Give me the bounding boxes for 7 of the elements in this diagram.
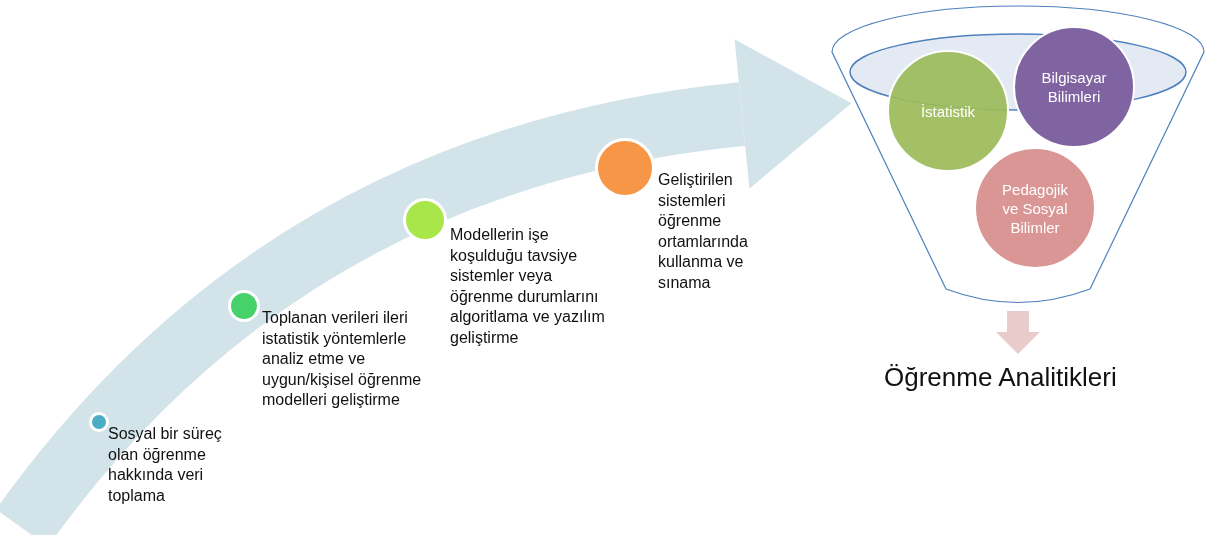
arrow: [0, 39, 852, 535]
step-text: Sosyal bir süreç olan öğrenme hakkında veri toplama: [108, 424, 223, 506]
step-text: Toplanan verileri ileri istatistik yöntemlerle analiz etme ve uygun/kişisel öğrenme modelleri geliştirme: [262, 308, 423, 410]
result-heading: Öğrenme Analitikleri: [884, 362, 1117, 393]
step-text: Geliştirilen sistemleri öğrenme ortamlarında kullanma ve sınama: [658, 170, 749, 293]
arrow: [996, 311, 1040, 354]
step-text: Modellerin işe koşulduğu tavsiye sistemler veya öğrenme durumlarını algoritlama ve yazılım geliştirme: [450, 225, 606, 348]
